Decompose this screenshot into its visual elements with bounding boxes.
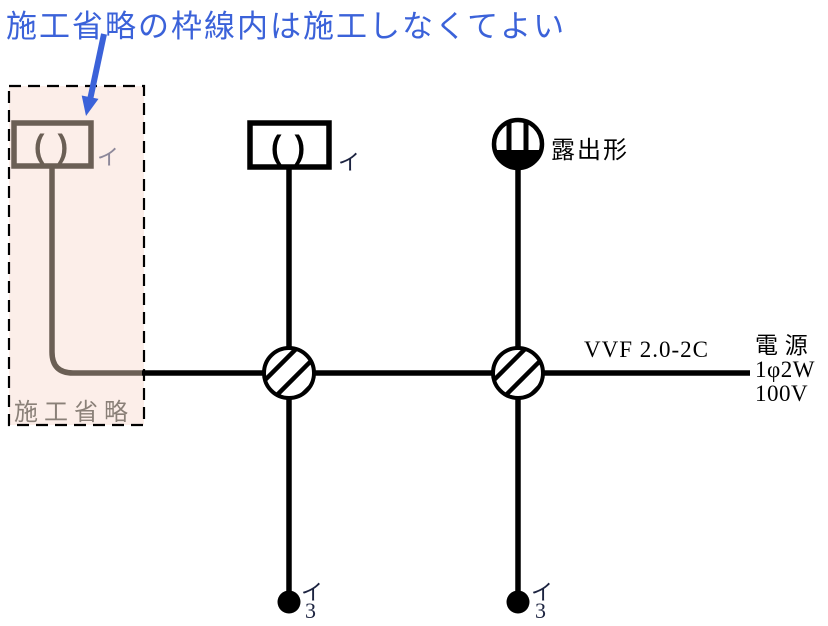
omitted-lamp-circuit-label: イ — [97, 145, 120, 170]
receptacle-label: 露出形 — [551, 138, 629, 164]
junction-box-left — [262, 346, 316, 400]
omission-frame-label: 施工省略 — [14, 400, 134, 426]
power-source-label: 電 源 1φ2W 100V — [755, 334, 815, 406]
power-title: 電 源 — [755, 333, 809, 358]
switch-left-number: 3 — [305, 598, 316, 623]
switch-left-circuit-label: イ — [301, 580, 324, 605]
cable-spec-label: VVF 2.0-2C — [584, 337, 710, 362]
power-voltage: 100V — [755, 381, 809, 406]
receptacle-symbol — [491, 117, 545, 171]
center-lamp-symbol — [247, 120, 332, 170]
switch-right-circuit-label: イ — [531, 580, 554, 605]
junction-box-right — [491, 346, 545, 400]
switch-right-dot — [506, 590, 530, 614]
omitted-lamp-symbol — [11, 120, 94, 169]
annotation-arrow — [81, 33, 107, 116]
switch-right-number: 3 — [535, 598, 546, 623]
annotation-text: 施工省略の枠線内は施工しなくてよい — [6, 9, 567, 44]
center-lamp-glyph: ( ) — [271, 129, 307, 165]
omitted-lamp-glyph: ( ) — [34, 128, 70, 164]
center-lamp-circuit-label: イ — [338, 150, 361, 175]
omitted-wire — [49, 166, 142, 376]
power-phase: 1φ2W — [755, 357, 815, 382]
switch-left-dot — [277, 590, 301, 614]
